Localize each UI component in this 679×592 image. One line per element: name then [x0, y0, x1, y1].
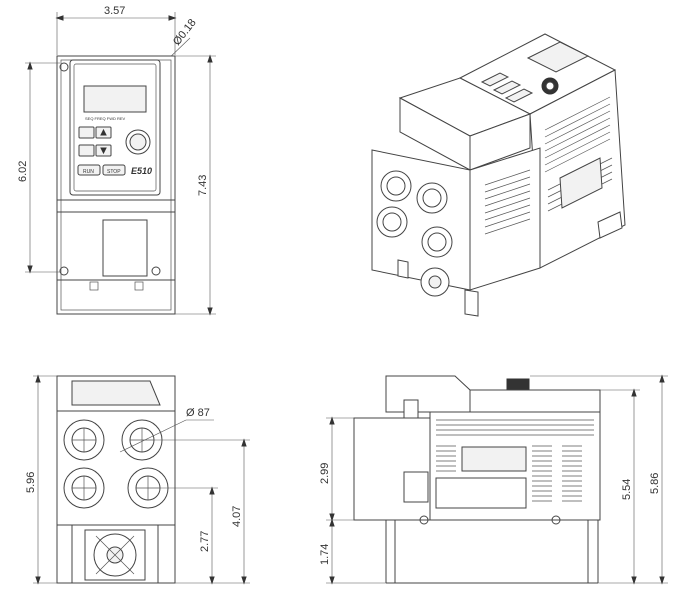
key-stop-label: STOP — [107, 169, 121, 175]
dim-front-width: 3.57 — [104, 5, 125, 17]
dim-bottom-height: 5.96 — [25, 472, 37, 493]
dim-side-height-b: 5.86 — [649, 473, 661, 494]
dim-front-inner-height: 6.02 — [17, 161, 29, 182]
front-view: 3.57 Ø0.18 SEQ FREQ FWD REV RUN STOP E51… — [17, 5, 216, 316]
dim-side-upper: 2.99 — [319, 463, 331, 484]
dim-side-height-a: 5.54 — [621, 479, 633, 500]
key-run-label: RUN — [83, 169, 94, 175]
dim-side-lower: 1.74 — [319, 544, 331, 565]
dim-front-total-height: 7.43 — [197, 175, 209, 196]
side-view: 2.99 1.74 5.54 5.86 — [319, 374, 668, 585]
display-tags: SEQ FREQ FWD REV — [85, 116, 126, 121]
dim-knockout-dia: Ø 87 — [186, 407, 210, 419]
dim-knockout-center-low: 2.77 — [199, 531, 211, 552]
keypad-logo: E510 — [131, 166, 152, 176]
isometric-view — [371, 33, 626, 317]
bottom-view: Ø 87 5.96 4.07 2.77 — [25, 374, 250, 585]
dim-knockout-center-high: 4.07 — [231, 506, 243, 527]
